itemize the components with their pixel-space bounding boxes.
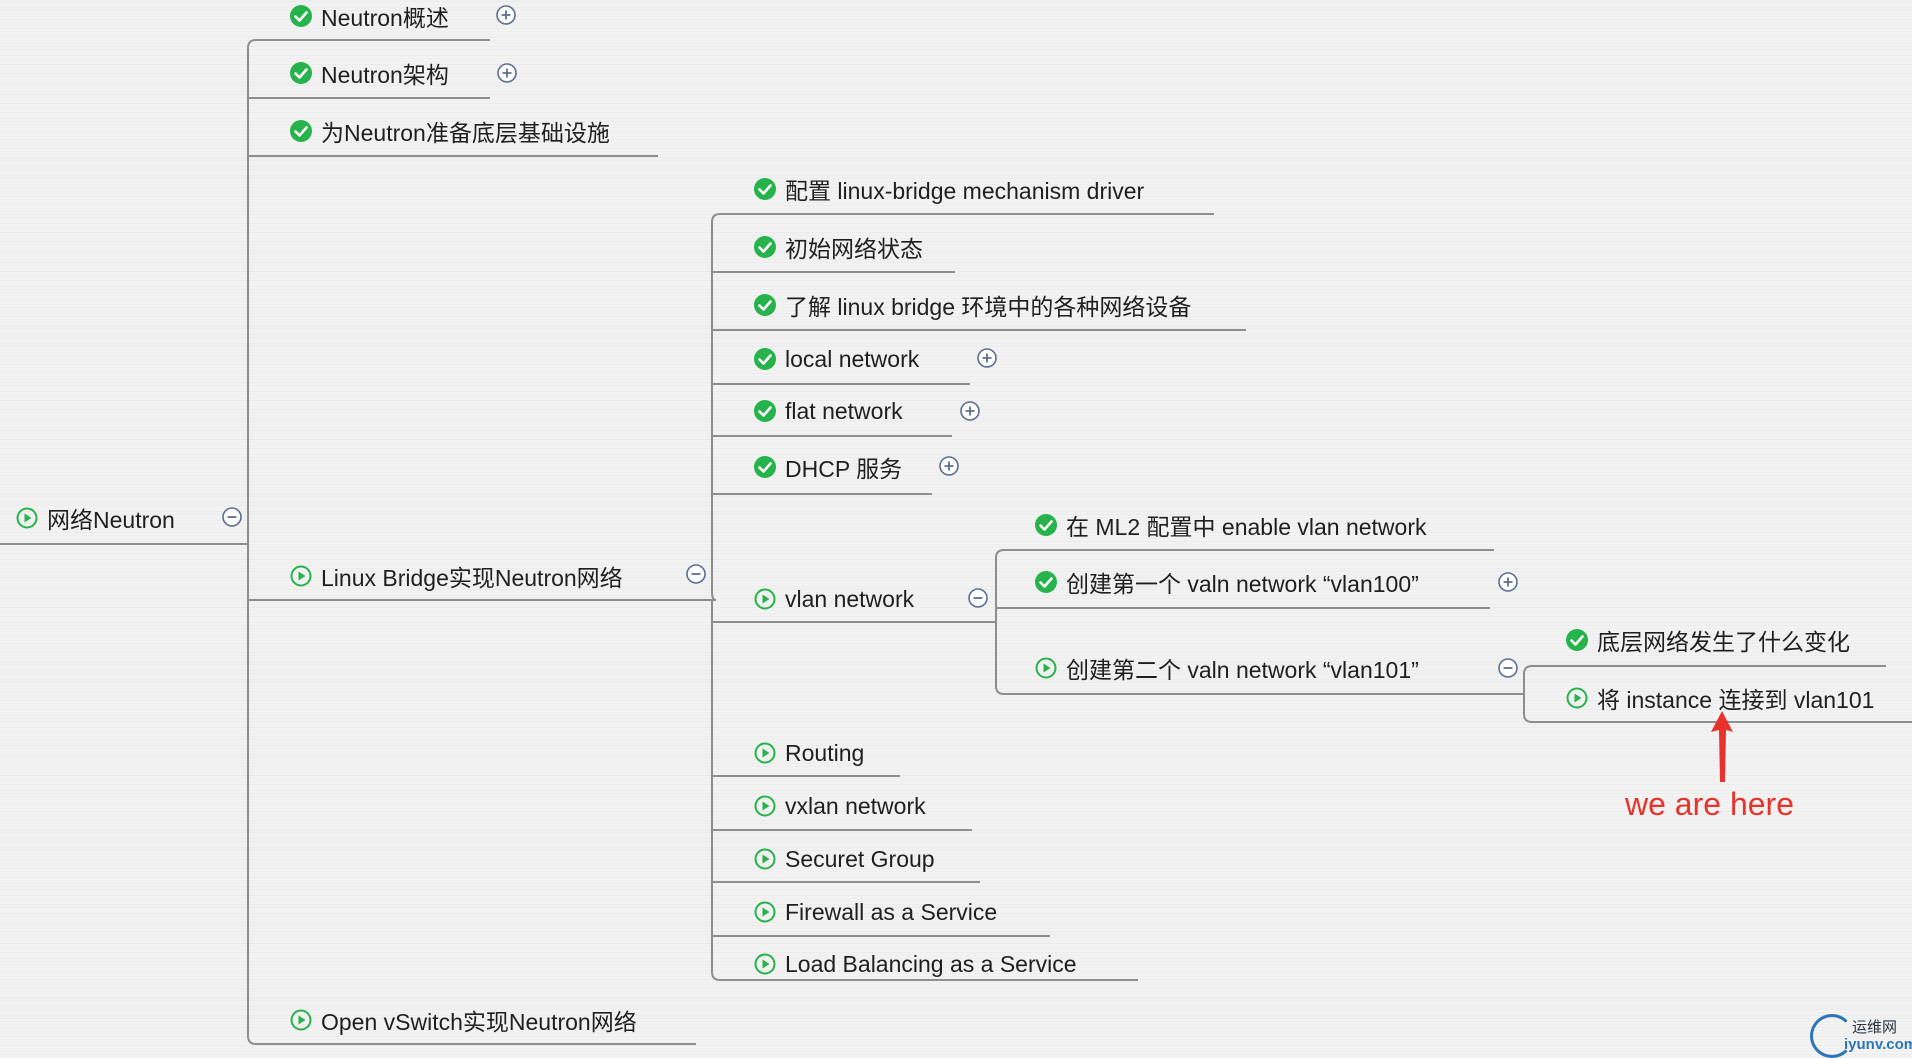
node-label: 在 ML2 配置中 enable vlan network: [1066, 514, 1427, 540]
connector-vlan101-children: [1523, 665, 1912, 723]
check-circle-icon: [290, 5, 312, 27]
node-label: Securet Group: [785, 845, 935, 872]
node-config-linux-bridge[interactable]: 配置 linux-bridge mechanism driver: [754, 174, 1144, 204]
node-label: 为Neutron准备底层基础设施: [321, 120, 610, 146]
expand-plus-icon[interactable]: [938, 455, 960, 477]
node-label: 配置 linux-bridge mechanism driver: [785, 178, 1145, 204]
node-initial-network-state[interactable]: 初始网络状态: [754, 232, 923, 262]
expand-plus-icon[interactable]: [1497, 571, 1519, 593]
check-circle-icon: [1566, 629, 1588, 651]
node-label: 创建第一个 valn network “vlan100”: [1066, 571, 1419, 597]
node-label: local network: [785, 345, 920, 372]
play-circle-icon: [290, 1009, 312, 1031]
check-circle-icon: [754, 456, 776, 478]
node-label: 了解 linux bridge 环境中的各种网络设备: [785, 294, 1192, 320]
node-neutron-architecture[interactable]: Neutron架构: [290, 58, 449, 88]
node-connect-instance-vlan101[interactable]: 将 instance 连接到 vlan101: [1566, 683, 1874, 713]
play-circle-icon: [754, 953, 776, 975]
node-create-vlan100[interactable]: 创建第一个 valn network “vlan100”: [1035, 567, 1419, 597]
connector-linux-bridge-children: [711, 213, 1246, 981]
node-flat-network[interactable]: flat network: [754, 396, 903, 426]
check-circle-icon: [290, 120, 312, 142]
play-circle-icon: [754, 795, 776, 817]
expand-plus-icon[interactable]: [976, 347, 998, 369]
watermark-logo: 运维网 iyunv.com: [1810, 1010, 1912, 1058]
node-label: DHCP 服务: [785, 456, 903, 482]
node-label: Linux Bridge实现Neutron网络: [321, 565, 623, 591]
play-circle-icon: [290, 565, 312, 587]
node-linux-bridge[interactable]: Linux Bridge实现Neutron网络: [290, 561, 623, 591]
node-label: Load Balancing as a Service: [785, 950, 1077, 977]
watermark-line2: iyunv.com: [1844, 1036, 1912, 1053]
collapse-minus-icon[interactable]: [967, 587, 989, 609]
check-circle-icon: [754, 348, 776, 370]
node-label: Neutron概述: [321, 5, 449, 31]
collapse-minus-icon[interactable]: [685, 563, 707, 585]
connector-root-to-level1: [0, 39, 716, 1045]
node-local-network[interactable]: local network: [754, 344, 919, 374]
node-underlying-network-change[interactable]: 底层网络发生了什么变化: [1566, 625, 1850, 655]
node-vlan-network[interactable]: vlan network: [754, 584, 914, 614]
red-arrow-icon: [1711, 711, 1733, 782]
connector-vlan-children: [992, 549, 1524, 695]
node-securet-group[interactable]: Securet Group: [754, 844, 935, 874]
check-circle-icon: [754, 400, 776, 422]
play-circle-icon: [1035, 657, 1057, 679]
node-root[interactable]: 网络Neutron: [16, 503, 175, 533]
node-infrastructure[interactable]: 为Neutron准备底层基础设施: [290, 116, 610, 146]
play-circle-icon: [754, 588, 776, 610]
expand-plus-icon[interactable]: [496, 62, 518, 84]
expand-plus-icon[interactable]: [495, 4, 517, 26]
play-circle-icon: [1566, 687, 1588, 709]
check-circle-icon: [1035, 571, 1057, 593]
collapse-minus-icon[interactable]: [221, 506, 243, 528]
check-circle-icon: [754, 236, 776, 258]
check-circle-icon: [754, 178, 776, 200]
expand-plus-icon[interactable]: [959, 400, 981, 422]
node-label: 将 instance 连接到 vlan101: [1597, 687, 1875, 713]
node-enable-vlan[interactable]: 在 ML2 配置中 enable vlan network: [1035, 510, 1427, 540]
node-label: 创建第二个 valn network “vlan101”: [1066, 657, 1419, 683]
node-label: flat network: [785, 397, 903, 424]
node-open-vswitch[interactable]: Open vSwitch实现Neutron网络: [290, 1005, 637, 1035]
node-neutron-overview[interactable]: Neutron概述: [290, 1, 449, 31]
check-circle-icon: [290, 62, 312, 84]
node-label: Firewall as a Service: [785, 898, 998, 925]
node-label: 底层网络发生了什么变化: [1597, 629, 1850, 655]
play-circle-icon: [754, 742, 776, 764]
annotation-we-are-here: we are here: [1625, 786, 1794, 822]
watermark-line1: 运维网: [1852, 1019, 1898, 1036]
check-circle-icon: [754, 294, 776, 316]
collapse-minus-icon[interactable]: [1497, 657, 1519, 679]
node-label: Routing: [785, 739, 865, 766]
node-vxlan-network[interactable]: vxlan network: [754, 791, 926, 821]
play-circle-icon: [754, 848, 776, 870]
node-load-balancing-service[interactable]: Load Balancing as a Service: [754, 949, 1077, 979]
node-firewall-service[interactable]: Firewall as a Service: [754, 897, 997, 927]
node-label: 网络Neutron: [47, 507, 175, 533]
node-network-devices[interactable]: 了解 linux bridge 环境中的各种网络设备: [754, 290, 1191, 320]
logo-ring-icon: [1810, 1014, 1854, 1058]
node-label: Open vSwitch实现Neutron网络: [321, 1009, 637, 1035]
node-routing[interactable]: Routing: [754, 738, 864, 768]
play-circle-icon: [754, 901, 776, 923]
node-label: vlan network: [785, 585, 915, 612]
play-circle-icon: [16, 507, 38, 529]
node-label: vxlan network: [785, 792, 926, 819]
node-label: 初始网络状态: [785, 236, 923, 262]
node-label: Neutron架构: [321, 62, 449, 88]
check-circle-icon: [1035, 514, 1057, 536]
node-create-vlan101[interactable]: 创建第二个 valn network “vlan101”: [1035, 653, 1419, 683]
node-dhcp-service[interactable]: DHCP 服务: [754, 452, 902, 482]
